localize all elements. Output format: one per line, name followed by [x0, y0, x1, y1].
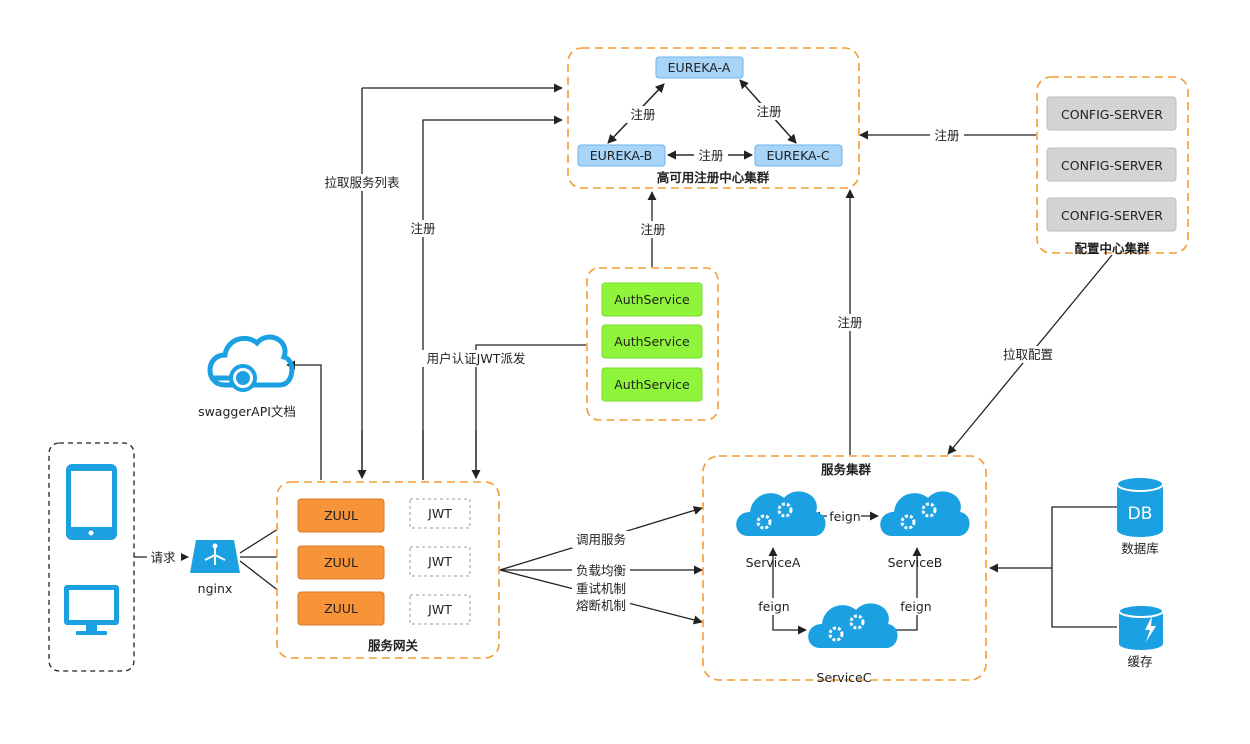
config-server-2: [1046, 147, 1177, 182]
zuul-1: [297, 498, 385, 533]
balance-label: 负载均衡: [576, 563, 626, 578]
gateway-register-label: 注册: [410, 221, 435, 236]
jwt-2-label: JWT: [427, 554, 452, 569]
service-b-label: ServiceB: [888, 555, 943, 570]
auth-service-3-label: AuthService: [614, 377, 690, 392]
invoke-label: 调用服务: [576, 532, 626, 547]
zuul-2-label: ZUUL: [324, 555, 358, 570]
jwt-1-label: JWT: [427, 506, 452, 521]
breaker-label: 熔断机制: [576, 598, 626, 613]
jwt-2: [409, 546, 471, 577]
feign-ac-label: feign: [758, 599, 789, 614]
retry-label: 重试机制: [576, 581, 626, 596]
gateway-title: 服务网关: [368, 638, 419, 653]
services-register-label: 注册: [837, 315, 862, 330]
cache-label: 缓存: [1127, 654, 1152, 669]
edge-db: [1051, 506, 1117, 568]
eureka-a-label: EUREKA-A: [668, 60, 731, 75]
zuul-2: [297, 545, 385, 580]
config-pull-label: 拉取配置: [1003, 347, 1053, 362]
jwt-3: [409, 594, 471, 625]
database-label: 数据库: [1121, 541, 1159, 556]
config-server-1: [1046, 96, 1177, 131]
mobile-phone-icon: [66, 464, 117, 540]
jwt-1: [409, 498, 471, 529]
service-a-cloud-icon: [736, 491, 826, 536]
nginx-icon: [190, 540, 240, 573]
pull-service-list-label: 拉取服务列表: [324, 175, 400, 190]
config-cluster-title: 配置中心集群: [1074, 241, 1150, 256]
db-icon-text: DB: [1128, 504, 1153, 524]
service-c-label: ServiceC: [817, 670, 872, 685]
auth-service-3: [601, 367, 703, 402]
auth-register-label: 注册: [640, 222, 665, 237]
cache-icon: [1118, 604, 1164, 650]
config-server-1-label: CONFIG-SERVER: [1061, 107, 1163, 122]
edge-cache: [1051, 568, 1117, 628]
auth-jwt-label: 用户认证JWT派发: [427, 351, 526, 366]
auth-service-2-label: AuthService: [614, 334, 690, 349]
service-b-cloud-icon: [880, 491, 970, 536]
swagger-label: swaggerAPI文档: [198, 404, 296, 419]
eureka-c-node: [754, 144, 843, 167]
database-icon: DB: [1116, 476, 1164, 537]
auth-service-1: [601, 282, 703, 317]
nginx-label: nginx: [198, 581, 233, 596]
config-cluster-box: [1036, 76, 1189, 254]
eureka-c-label: EUREKA-C: [766, 148, 829, 163]
eureka-bc-label: 注册: [698, 148, 723, 163]
service-a-label: ServiceA: [746, 555, 801, 570]
eureka-cluster-box: [567, 47, 860, 189]
auth-service-2: [601, 324, 703, 359]
feign-ab-label: feign: [829, 509, 860, 524]
service-c-cloud-icon: [808, 603, 898, 648]
config-server-2-label: CONFIG-SERVER: [1061, 158, 1163, 173]
auth-service-1-label: AuthService: [614, 292, 690, 307]
config-server-3-label: CONFIG-SERVER: [1061, 208, 1163, 223]
eureka-a-node: [655, 56, 744, 79]
desktop-monitor-icon: [64, 585, 119, 635]
config-register-label: 注册: [934, 128, 959, 143]
swagger-cloud-icon: [207, 334, 295, 392]
jwt-3-label: JWT: [427, 602, 452, 617]
config-server-3: [1046, 197, 1177, 232]
feign-bc-label: feign: [900, 599, 931, 614]
edge-gateway-register: [422, 115, 563, 480]
eureka-ac-label: 注册: [756, 104, 781, 119]
eureka-cluster-title: 高可用注册中心集群: [657, 170, 770, 185]
service-cluster-title: 服务集群: [821, 462, 872, 477]
eureka-b-label: EUREKA-B: [590, 148, 653, 163]
request-label: 请求: [150, 550, 176, 565]
zuul-1-label: ZUUL: [324, 508, 358, 523]
eureka-b-node: [577, 144, 666, 167]
edge-swagger: [286, 360, 322, 480]
zuul-3-label: ZUUL: [324, 601, 358, 616]
eureka-ab-label: 注册: [630, 107, 655, 122]
zuul-3: [297, 591, 385, 626]
